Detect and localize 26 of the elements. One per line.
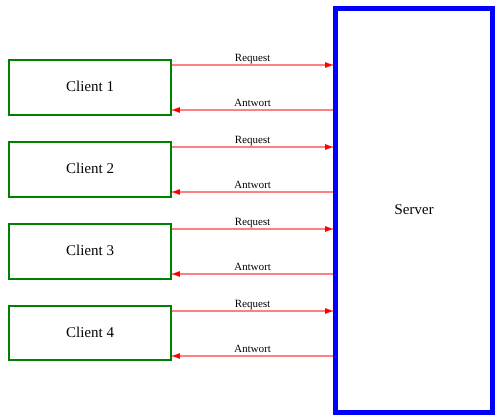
node-label: Client 2: [66, 161, 114, 178]
client-box: [8, 141, 172, 198]
arrow: [172, 144, 334, 150]
edge-label: Antwort: [233, 97, 272, 109]
arrow: [172, 353, 334, 359]
arrow: [172, 107, 334, 113]
client-box: [8, 223, 172, 280]
node-label: Client 3: [66, 243, 114, 260]
edge-label: Request: [234, 134, 272, 146]
arrow: [172, 226, 334, 232]
client-box: [8, 305, 172, 361]
edge-label: Request: [234, 216, 272, 228]
arrow: [172, 308, 334, 314]
edge-label: Request: [234, 298, 272, 310]
edge-label: Antwort: [233, 343, 272, 355]
arrow: [172, 271, 334, 277]
node-label: Client 1: [66, 79, 114, 96]
edge-label: Antwort: [233, 261, 272, 273]
server-box: [333, 6, 495, 415]
node-label: Client 4: [66, 324, 114, 342]
edge-label: Request: [234, 52, 272, 64]
edge-label: Antwort: [233, 179, 272, 191]
client-box: [8, 59, 172, 116]
node-label: Server: [394, 202, 434, 219]
arrow: [172, 189, 334, 195]
arrow: [172, 62, 334, 68]
